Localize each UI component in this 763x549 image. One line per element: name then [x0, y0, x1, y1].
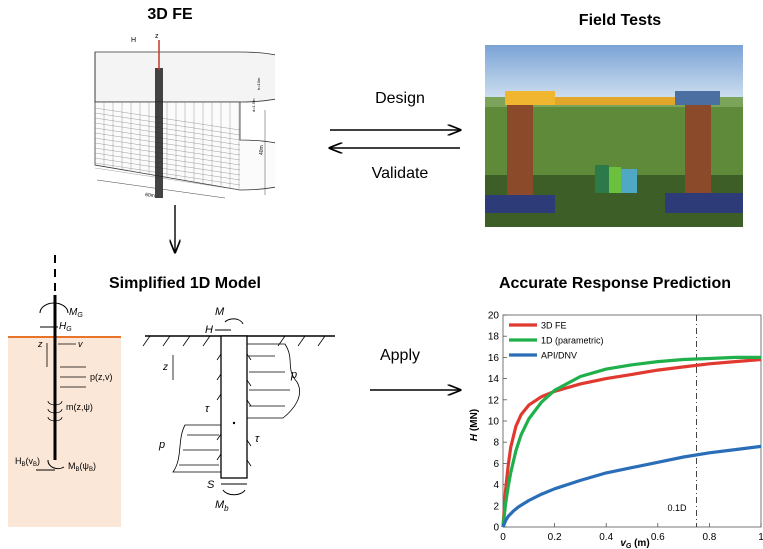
- x-tick-label: 1: [758, 532, 763, 543]
- field-test-photo: [485, 45, 743, 227]
- mesh-dim-right: 40m: [259, 145, 265, 155]
- svg-text:HG: HG: [59, 321, 72, 333]
- y-tick-label: 18: [488, 332, 500, 343]
- y-tick-label: 2: [493, 501, 499, 512]
- apply-label: Apply: [379, 347, 421, 364]
- y-tick-label: 0: [493, 523, 499, 534]
- mesh-dim-bottom: 60m: [145, 192, 155, 199]
- hb-label: H: [15, 456, 22, 466]
- x-tick-label: 0: [500, 532, 506, 543]
- series-line-1: [501, 355, 761, 528]
- mesh-top-surface: [94, 51, 275, 103]
- winkler-model-diagram: MG HG z v p(z,v) m(z,ψ) HB(vB) MB(ψB): [8, 255, 121, 527]
- soil-column: [8, 337, 121, 527]
- photo-crossbeam: [505, 97, 720, 105]
- pile-body: [220, 335, 248, 479]
- series-line-0: [501, 357, 762, 528]
- svg-text:HB(vB): HB(vB): [15, 456, 40, 468]
- p-zv-label: p(z,v): [90, 372, 113, 382]
- legend-label-0: 3D FE: [541, 321, 567, 331]
- validate-label: Validate: [371, 165, 429, 182]
- s-label: S: [207, 479, 215, 491]
- y-tick-label: 10: [488, 417, 500, 428]
- svg-text:Mb: Mb: [215, 499, 229, 513]
- y-tick-label: 16: [488, 353, 500, 364]
- pile-m-label: M: [215, 306, 225, 318]
- series-line-2: [501, 444, 762, 528]
- reference-line-label: 0.1D: [667, 503, 687, 513]
- tau-label-right: τ: [255, 433, 260, 445]
- mesh-h-label: H: [131, 37, 136, 44]
- pile-z-label: z: [162, 362, 168, 373]
- photo-pile-right: [685, 105, 711, 195]
- svg-text:MG: MG: [69, 307, 83, 319]
- svg-text:MB(ψB): MB(ψB): [68, 461, 96, 473]
- legend-label-1: 1D (parametric): [541, 336, 604, 346]
- x-tick-label: 0.8: [702, 532, 716, 543]
- pile-h-label: H: [205, 324, 213, 336]
- y-tick-label: 4: [493, 480, 499, 491]
- heading-simplified-1d-model: Simplified 1D Model: [108, 275, 261, 292]
- legend-label-2: API/DNV: [541, 351, 577, 361]
- p-left-label: p: [158, 439, 165, 451]
- y-tick-label: 6: [493, 459, 499, 470]
- tau-label-left: τ: [205, 403, 210, 415]
- ground-hatching: [142, 335, 326, 347]
- y-tick-label: 20: [488, 311, 500, 322]
- heading-3d-fe: 3D FE: [147, 6, 193, 23]
- mb-base-label: M: [215, 499, 225, 511]
- y-tick-label: 14: [488, 374, 500, 385]
- heading-accurate-response: Accurate Response Prediction: [498, 275, 732, 292]
- mg-label: M: [69, 307, 78, 318]
- mesh-dim-top1: h=10m: [256, 77, 261, 90]
- x-tick-label: 0.4: [599, 532, 613, 543]
- m-zpsi-label: m(z,ψ): [66, 402, 93, 412]
- chart-x-axis-title: vG (m): [620, 538, 649, 549]
- photo-pile-left: [507, 105, 533, 195]
- v-label: v: [78, 339, 83, 349]
- fe-mesh-diagram: H z 60m 40m h=10m d=1.5m: [94, 33, 275, 199]
- mesh-pile: [155, 68, 163, 198]
- heading-field-tests: Field Tests: [578, 12, 662, 29]
- x-tick-label: 0.2: [548, 532, 562, 543]
- y-tick-label: 8: [493, 438, 499, 449]
- mb-label: M: [68, 461, 76, 471]
- z-label: z: [37, 339, 43, 349]
- pile-stress-diagram: M H z τ τ p p S Mb: [142, 306, 335, 513]
- mesh-dim-top2: d=1.5m: [251, 98, 256, 112]
- response-chart: 0 2 4 6 8 10 12 14 16 18 20 0 0.2 0.4 0.6 0.8 1 0.1D 3D F…: [469, 311, 763, 549]
- p-right-label: p: [290, 369, 297, 381]
- chart-y-axis-title: H (MN): [469, 409, 480, 441]
- design-label: Design: [375, 90, 425, 107]
- x-tick-label: 0.6: [651, 532, 665, 543]
- y-tick-label: 12: [488, 395, 500, 406]
- mesh-z-label: z: [155, 33, 159, 40]
- hg-label: H: [59, 321, 67, 332]
